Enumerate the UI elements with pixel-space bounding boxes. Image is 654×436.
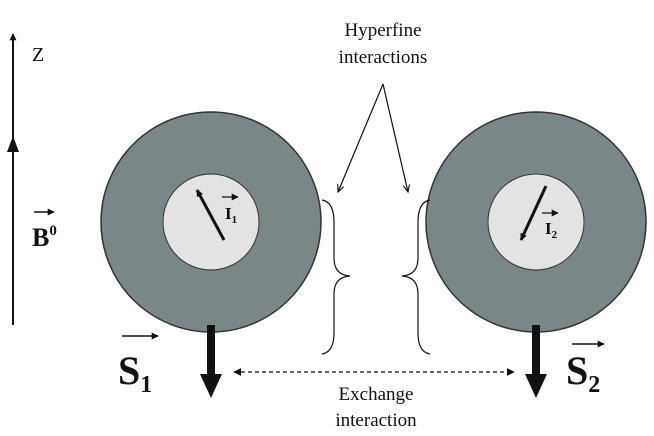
hyperfine-pointer-left (338, 83, 384, 192)
z-axis-label: Z (32, 44, 44, 66)
hyperfine-brace-left-icon (321, 199, 351, 355)
exchange-label-line2: interaction (335, 410, 417, 431)
electron-spin-1-arrow-icon (200, 325, 222, 398)
hyperfine-brace-right-icon (401, 199, 431, 355)
electron-spin-1-label: S1 (118, 348, 152, 398)
hyperfine-pointer-right (382, 83, 408, 192)
exchange-label-line1: Exchange (339, 384, 414, 405)
nuclear-spin-1-label: I1 (225, 204, 237, 226)
hyperfine-label-line2: interactions (339, 47, 428, 68)
electron-spin-2-label: S2 (566, 348, 600, 398)
nucleus-1 (162, 173, 260, 271)
b0-field-arrow-icon (7, 136, 19, 152)
nuclear-spin-1-arrow-icon (195, 189, 226, 241)
b0-label: B0 (32, 223, 57, 252)
nuclear-spin-2-arrow-icon (519, 185, 548, 241)
electron-spin-2-arrow-icon (525, 325, 547, 398)
hyperfine-label-line1: Hyperfine (344, 20, 421, 41)
nucleus-2 (487, 173, 585, 271)
nuclear-spin-2-label: I2 (545, 219, 558, 241)
